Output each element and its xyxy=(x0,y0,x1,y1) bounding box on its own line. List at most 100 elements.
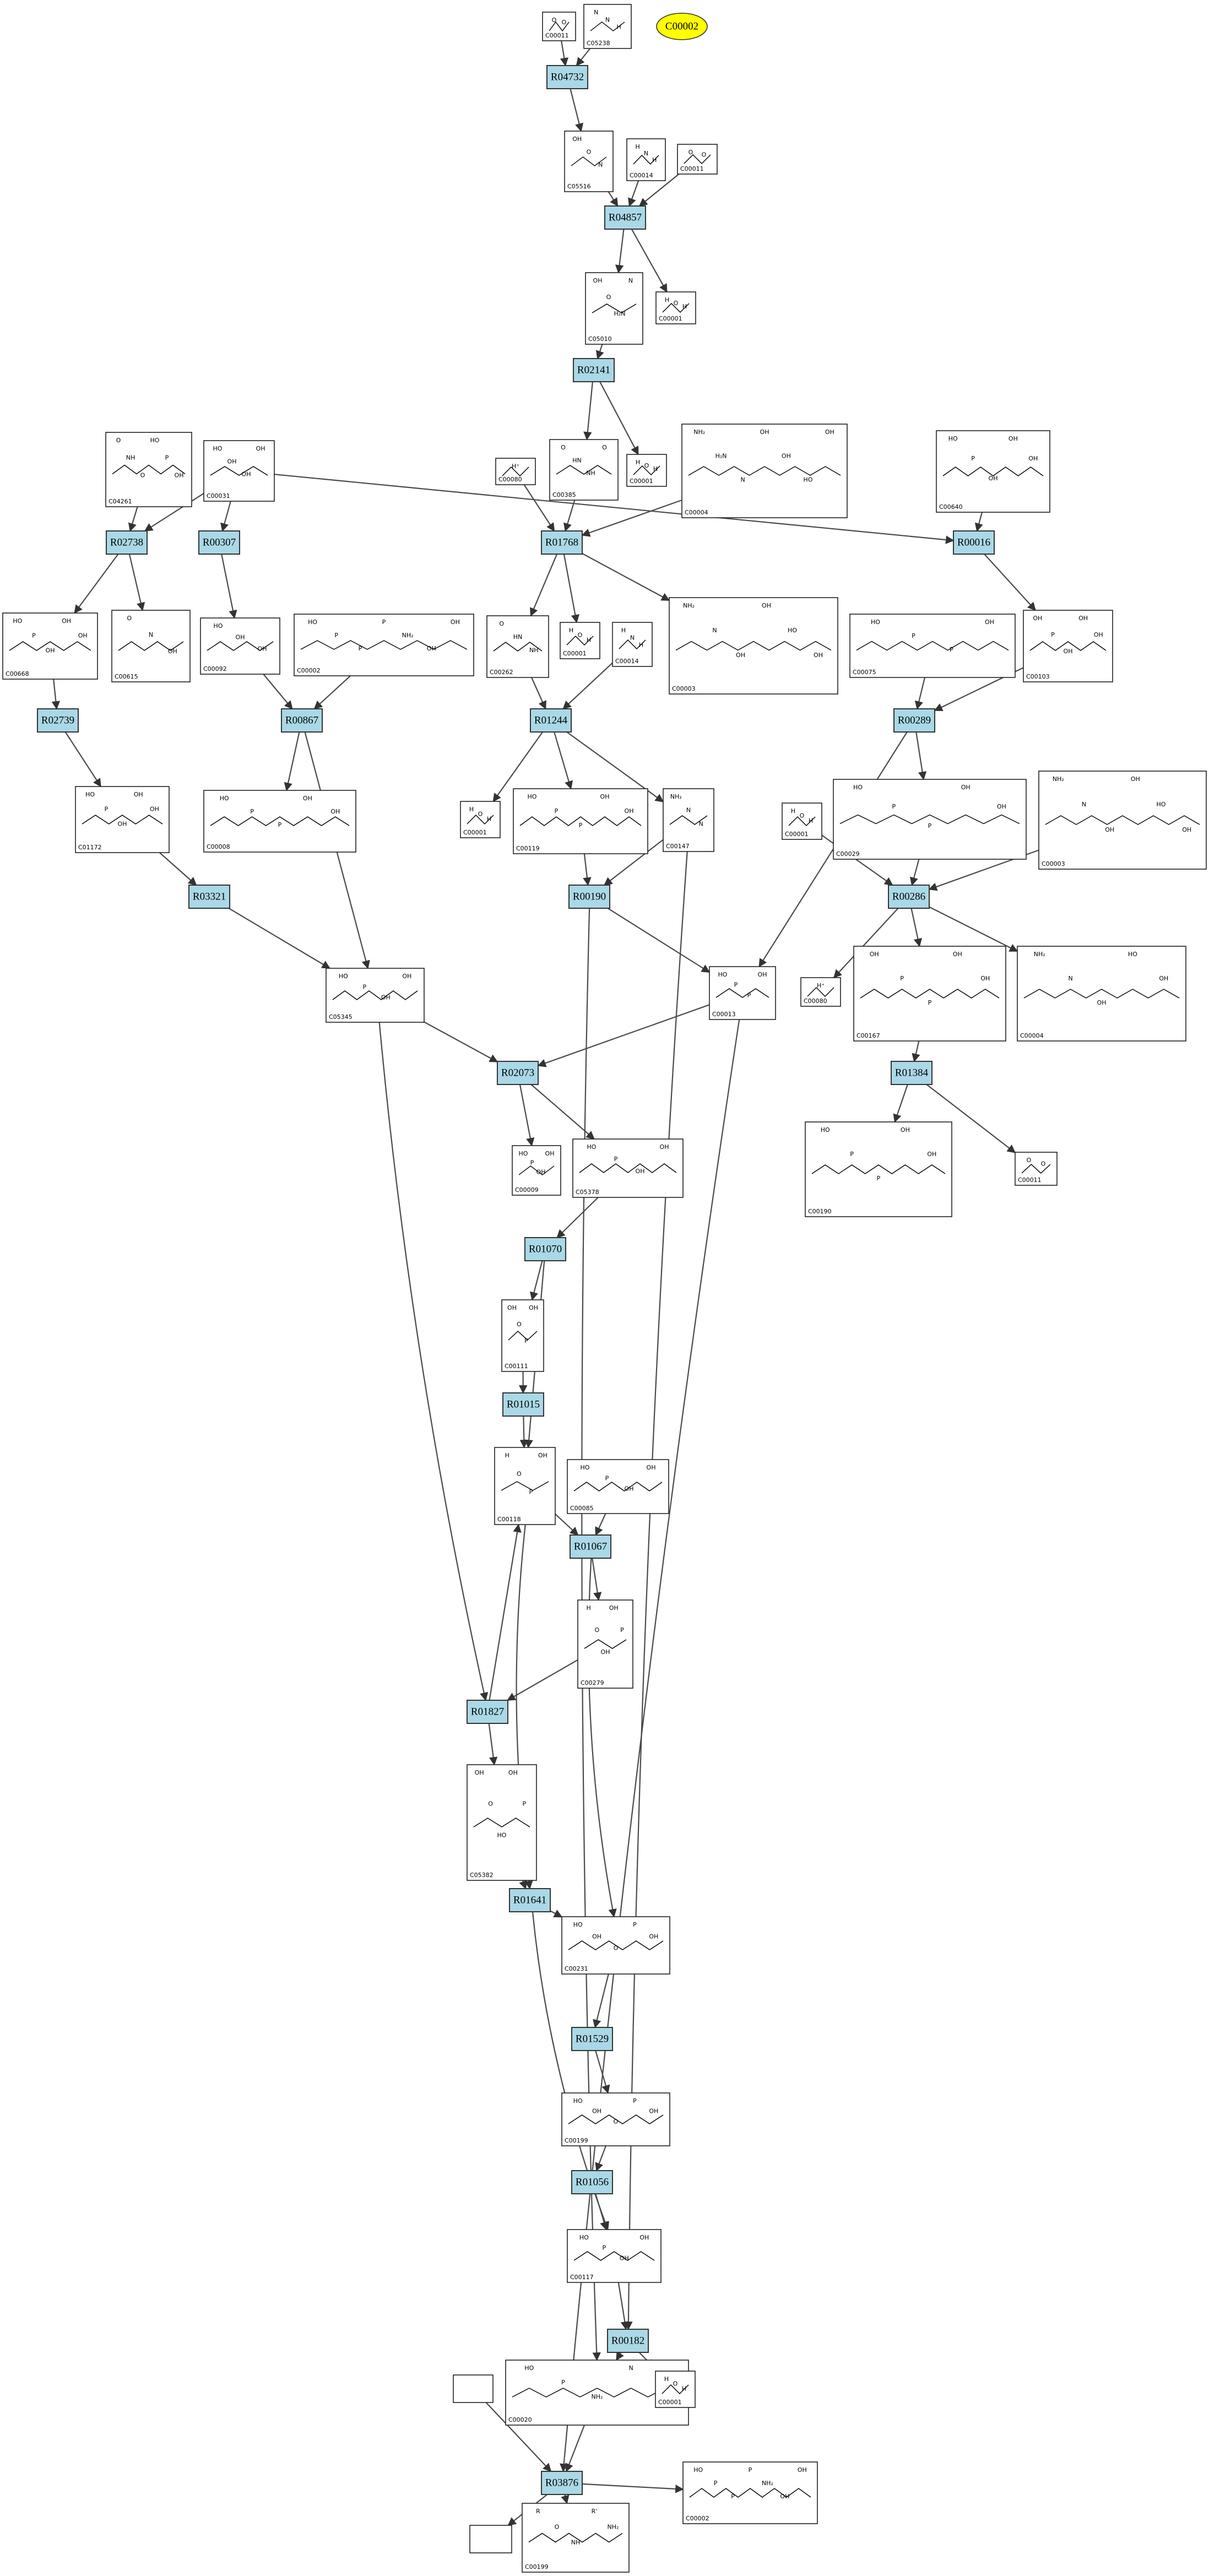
compound-id: C00001 xyxy=(658,2399,682,2406)
reaction-node[interactable]: R00016 xyxy=(953,530,995,555)
atom-label: OH xyxy=(985,619,994,626)
compound-node[interactable] xyxy=(453,2374,494,2403)
reaction-node[interactable]: R01067 xyxy=(570,1534,611,1559)
reaction-node[interactable]: R00867 xyxy=(281,708,323,733)
atom-label: P xyxy=(950,646,953,653)
reaction-node[interactable]: R01384 xyxy=(891,1061,932,1085)
highlight-ellipse xyxy=(656,13,708,40)
compound-box xyxy=(549,439,619,501)
atom-label: O xyxy=(127,615,132,622)
reaction-node[interactable]: R00307 xyxy=(198,530,240,555)
reaction-node[interactable]: R00289 xyxy=(893,708,935,733)
reaction-node[interactable]: R01244 xyxy=(530,708,572,733)
reaction-node[interactable]: R02073 xyxy=(497,1061,539,1085)
compound-node[interactable]: H⁺C00080 xyxy=(495,458,536,485)
edge-R01244-c29 xyxy=(566,731,664,802)
structure-bonds xyxy=(519,816,642,826)
reaction-node[interactable]: R02141 xyxy=(573,358,615,382)
reaction-node[interactable]: R00190 xyxy=(568,885,610,909)
atom-label: OH xyxy=(1064,648,1073,655)
compound-id: C00003 xyxy=(1042,860,1065,867)
reaction-node[interactable]: R04857 xyxy=(604,205,646,230)
reaction-node[interactable]: R04732 xyxy=(546,65,588,89)
reaction-node[interactable]: R00182 xyxy=(607,2329,649,2353)
reaction-node[interactable]: R01070 xyxy=(524,1237,566,1261)
reaction-label: R01056 xyxy=(576,2177,609,2188)
reaction-node[interactable]: R01827 xyxy=(467,1700,508,1724)
reaction-node[interactable]: R02738 xyxy=(106,530,148,555)
structure-bonds xyxy=(300,640,468,650)
reaction-node[interactable]: R01015 xyxy=(502,1392,544,1417)
reaction-node[interactable]: R03876 xyxy=(541,2471,583,2495)
reaction-node[interactable]: R01641 xyxy=(509,1888,551,1912)
reaction-node[interactable]: R00286 xyxy=(888,885,930,909)
reaction-label: R00289 xyxy=(898,715,931,726)
reaction-node[interactable]: R03321 xyxy=(188,885,230,909)
compound-id: C00085 xyxy=(570,1505,594,1512)
reaction-box xyxy=(893,708,935,733)
reaction-node[interactable]: R01768 xyxy=(541,530,583,555)
reaction-node[interactable]: R02739 xyxy=(37,708,79,733)
reaction-node[interactable]: R01056 xyxy=(571,2170,613,2194)
reaction-node[interactable]: R01529 xyxy=(571,2027,613,2051)
edge-c39-R01070 xyxy=(556,1197,599,1239)
reaction-label: R04857 xyxy=(609,212,642,224)
compound-node[interactable]: H⁺C00080 xyxy=(800,977,841,1007)
atom-label: P xyxy=(892,803,896,810)
atom-label: H xyxy=(586,1604,590,1612)
highlight-node[interactable]: C00002 xyxy=(656,13,708,40)
reaction-box xyxy=(573,358,615,382)
compound-node[interactable] xyxy=(469,2525,512,2553)
